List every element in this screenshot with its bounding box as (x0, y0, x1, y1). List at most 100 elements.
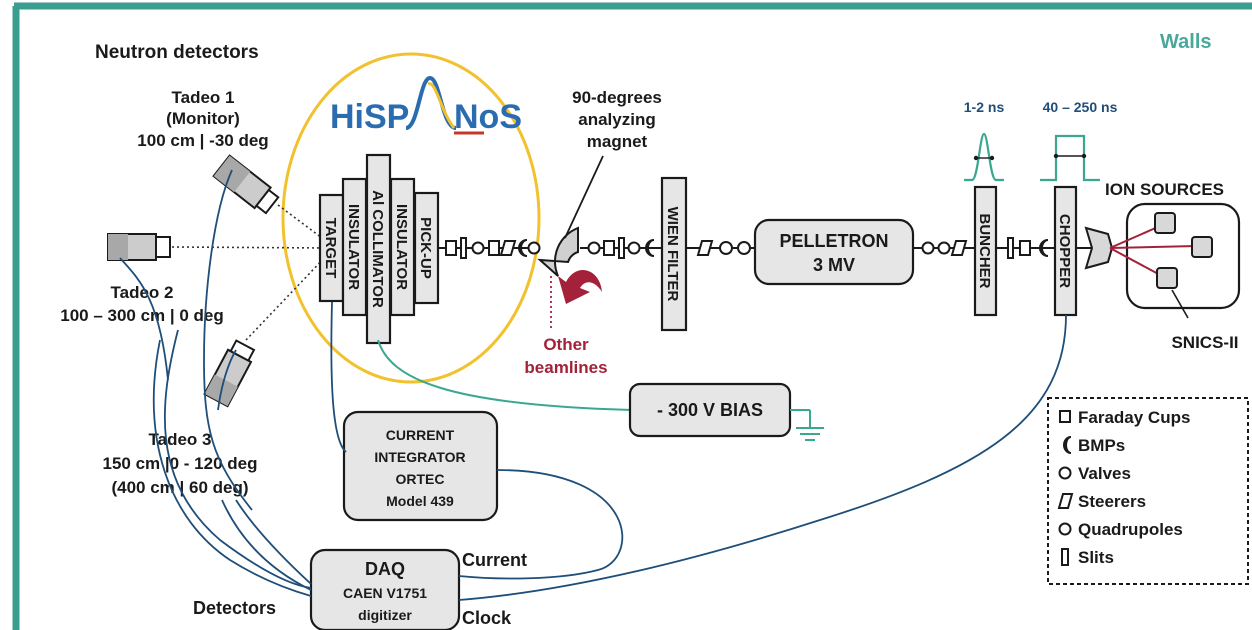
other-beamlines-arrow (558, 269, 602, 304)
gaussian-pulse-icon (964, 132, 1004, 182)
svg-text:Quadrupoles: Quadrupoles (1078, 520, 1183, 539)
current-label: Current (462, 550, 527, 570)
faraday-cup-icon (1059, 410, 1071, 423)
svg-text:WIEN FILTER: WIEN FILTER (664, 207, 681, 302)
legend-quadrupole: Quadrupoles (1058, 520, 1183, 539)
svg-text:Tadeo 1: Tadeo 1 (172, 88, 235, 107)
detectors-label: Detectors (193, 598, 276, 618)
legend-bmp: BMPs (1063, 436, 1125, 455)
svg-text:Tadeo 3: Tadeo 3 (149, 430, 212, 449)
bmp-icon (1063, 436, 1072, 454)
svg-text:- 300 V BIAS: - 300 V BIAS (657, 400, 763, 420)
bias-cable (377, 339, 633, 411)
svg-text:150 cm |0 - 120 deg: 150 cm |0 - 120 deg (102, 454, 257, 473)
beamline-elements-4 (921, 240, 968, 256)
beamline-elements-2 (587, 237, 655, 259)
walls-label: Walls (1160, 31, 1212, 53)
ion-sources-label: ION SOURCES (1105, 180, 1224, 199)
svg-text:Al COLLIMATOR: Al COLLIMATOR (369, 190, 386, 308)
snics-label: SNICS-II (1171, 333, 1238, 352)
neutron-detectors-title: Neutron detectors (95, 42, 259, 63)
tadeo1-detector-icon (212, 154, 280, 215)
svg-text:Slits: Slits (1078, 548, 1114, 567)
tadeo1-label: Tadeo 1 (Monitor) 100 cm | -30 deg (137, 88, 268, 150)
svg-text:Model 439: Model 439 (386, 493, 454, 509)
pelletron-box: PELLETRON 3 MV (753, 218, 915, 286)
svg-text:analyzing: analyzing (578, 110, 655, 129)
square-pulse-icon (1040, 134, 1100, 182)
steerer-icon (1057, 493, 1074, 509)
beamline-elements-1 (445, 237, 541, 259)
svg-text:beamlines: beamlines (524, 358, 607, 377)
svg-text:INSULATOR: INSULATOR (345, 204, 362, 290)
tadeo3-detector-icon (203, 339, 256, 408)
valve-icon (1058, 466, 1072, 480)
svg-text:INTEGRATOR: INTEGRATOR (374, 449, 465, 465)
wien-filter-box: WIEN FILTER (660, 176, 688, 332)
legend-valve: Valves (1058, 464, 1131, 483)
svg-text:BMPs: BMPs (1078, 436, 1125, 455)
svg-text:ORTEC: ORTEC (396, 471, 445, 487)
collimator-box: Al COLLIMATOR (365, 153, 392, 345)
svg-text:magnet: magnet (587, 132, 648, 151)
current-integrator-box: CURRENT INTEGRATOR ORTEC Model 439 (342, 410, 499, 522)
clock-label: Clock (462, 608, 512, 628)
svg-text:(Monitor): (Monitor) (166, 109, 240, 128)
legend: Faraday Cups BMPs Valves Steerers Quadru… (1047, 397, 1249, 585)
svg-text:INSULATOR: INSULATOR (393, 204, 410, 290)
beamline-elements-3 (696, 240, 751, 256)
tadeo2-label: Tadeo 2 100 – 300 cm | 0 deg (60, 283, 224, 325)
other-beamlines-label: Other beamlines (524, 335, 607, 377)
legend-steerer: Steerers (1057, 492, 1146, 511)
svg-text:CAEN V1751: CAEN V1751 (343, 585, 427, 601)
buncher-box: BUNCHER (973, 185, 998, 317)
svg-text:3 MV: 3 MV (813, 255, 855, 275)
svg-text:TARGET: TARGET (322, 218, 339, 279)
svg-text:BUNCHER: BUNCHER (976, 214, 993, 289)
quadrupole-icon (1058, 522, 1072, 536)
pulse-label-2: 40 – 250 ns (1043, 99, 1118, 115)
logo-peak-accent (427, 82, 456, 129)
target-box: TARGET (318, 193, 345, 303)
logo-text-right: NoS (454, 98, 522, 136)
logo-text-left: HiSP (330, 98, 409, 136)
target-to-integrator-cable (330, 301, 347, 453)
svg-text:90-degrees: 90-degrees (572, 88, 662, 107)
svg-text:digitizer: digitizer (358, 607, 412, 623)
magnet-label: 90-degrees analyzing magnet (572, 88, 662, 151)
legend-slit: Slits (1061, 548, 1114, 567)
svg-text:Tadeo 2: Tadeo 2 (111, 283, 174, 302)
svg-text:Steerers: Steerers (1078, 492, 1146, 511)
svg-text:PICK-UP: PICK-UP (417, 217, 434, 279)
chopper-box: CHOPPER (1053, 185, 1078, 317)
svg-text:Other: Other (543, 335, 589, 354)
svg-text:Valves: Valves (1078, 464, 1131, 483)
svg-text:PELLETRON: PELLETRON (779, 231, 888, 251)
pulse-label-1: 1-2 ns (964, 99, 1005, 115)
daq-box: DAQ CAEN V1751 digitizer (309, 548, 461, 630)
insulator-box-2: INSULATOR (389, 177, 416, 317)
svg-text:CHOPPER: CHOPPER (1056, 214, 1073, 288)
ion-sources-box (1084, 202, 1241, 319)
walls (12, 2, 1252, 630)
hispanos-logo: HiSP NoS (330, 75, 522, 136)
tadeo2-detector-icon (107, 233, 171, 261)
signal-cables (119, 169, 1067, 601)
bias-box: - 300 V BIAS (628, 382, 792, 438)
legend-faraday-cup: Faraday Cups (1059, 408, 1190, 427)
slit-icon (1061, 548, 1069, 566)
svg-text:DAQ: DAQ (365, 559, 405, 579)
beamline-elements-5 (1007, 237, 1049, 259)
detector-sightlines (171, 204, 331, 341)
magnet-pointer (564, 155, 604, 239)
analyzing-magnet (537, 226, 579, 277)
svg-text:Faraday Cups: Faraday Cups (1078, 408, 1190, 427)
ground-icon (790, 409, 824, 441)
hispanos-ellipse (281, 52, 541, 384)
svg-text:CURRENT: CURRENT (386, 427, 455, 443)
svg-text:100 – 300 cm | 0 deg: 100 – 300 cm | 0 deg (60, 306, 224, 325)
insulator-box-1: INSULATOR (341, 177, 368, 317)
pickup-box: PICK-UP (413, 191, 440, 305)
svg-text:100 cm | -30 deg: 100 cm | -30 deg (137, 131, 268, 150)
